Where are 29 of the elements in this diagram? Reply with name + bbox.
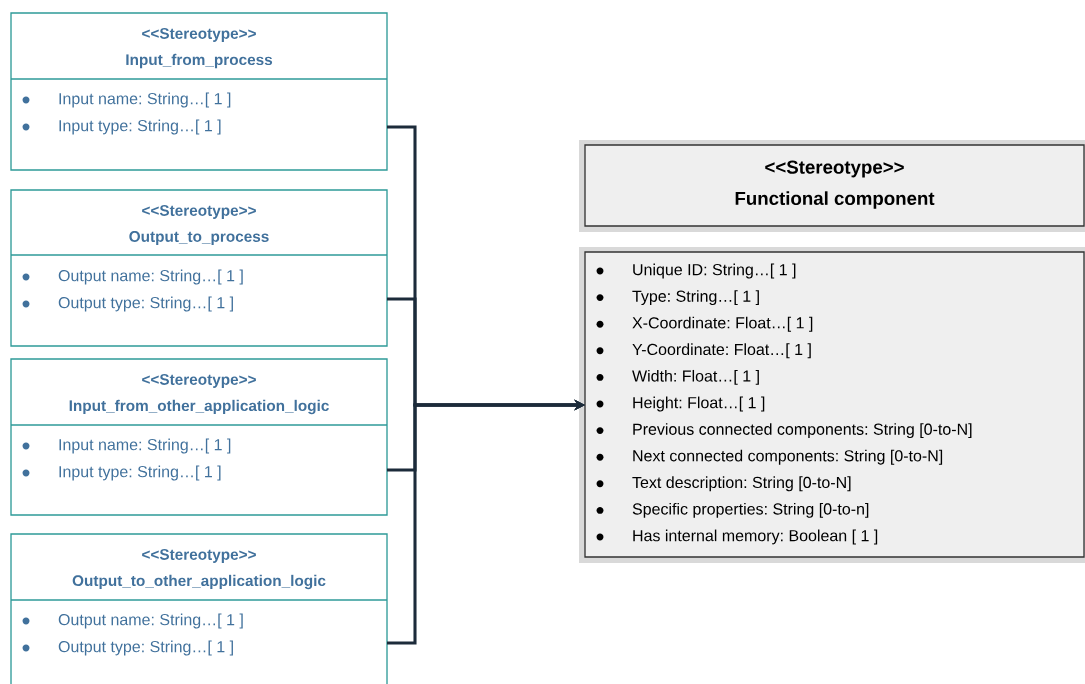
class-name: Output_to_process <box>129 231 269 245</box>
attribute-text: Height: Float…[ 1 ] <box>633 396 765 412</box>
stereotype-label: <<Stereotype>> <box>765 160 904 178</box>
class-name: Input_from_other_application_logic <box>69 399 329 415</box>
attribute-text: Next connected components: String [0-to-N] <box>633 449 943 465</box>
attribute-text: Text description: String [0-to-N] <box>632 476 851 492</box>
attribute-text: Input type: String…[ 1 ] <box>59 465 221 481</box>
attribute-text: Y-Coordinate: Float…[ 1 ] <box>632 343 811 359</box>
stereotype-label: <<Stereotype>> <box>142 374 256 388</box>
attribute-text: X-Coordinate: Float…[ 1 ] <box>632 316 813 332</box>
class-name: Output_to_other_application_logic <box>72 574 326 590</box>
class-name: Input_from_process <box>126 53 273 69</box>
attribute-text: Input name: String…[ 1 ] <box>59 92 231 108</box>
attribute-text: Input type: String…[ 1 ] <box>59 119 221 135</box>
attribute-text: Output type: String…[ 1 ] <box>58 640 233 656</box>
attribute-text: Has internal memory: Boolean [ 1 ] <box>633 529 878 545</box>
attribute-text: Output name: String…[ 1 ] <box>58 269 243 285</box>
attribute-text: Output name: String…[ 1 ] <box>58 613 243 629</box>
attribute-text: Input name: String…[ 1 ] <box>59 438 231 454</box>
attribute-text: Specific properties: String [0-to-n] <box>632 502 869 518</box>
attribute-text: Previous connected components: String [0-to-N] <box>633 423 972 439</box>
attribute-text: Unique ID: String…[ 1 ] <box>633 263 796 279</box>
class-name: Functional component <box>735 191 935 209</box>
attribute-text: Width: Float…[ 1 ] <box>632 369 759 385</box>
stereotype-label: <<Stereotype>> <box>142 549 256 563</box>
stereotype-label: <<Stereotype>> <box>142 28 256 42</box>
attribute-text: Type: String…[ 1 ] <box>632 290 759 306</box>
attribute-text: Output type: String…[ 1 ] <box>58 296 233 312</box>
stereotype-label: <<Stereotype>> <box>142 205 256 219</box>
